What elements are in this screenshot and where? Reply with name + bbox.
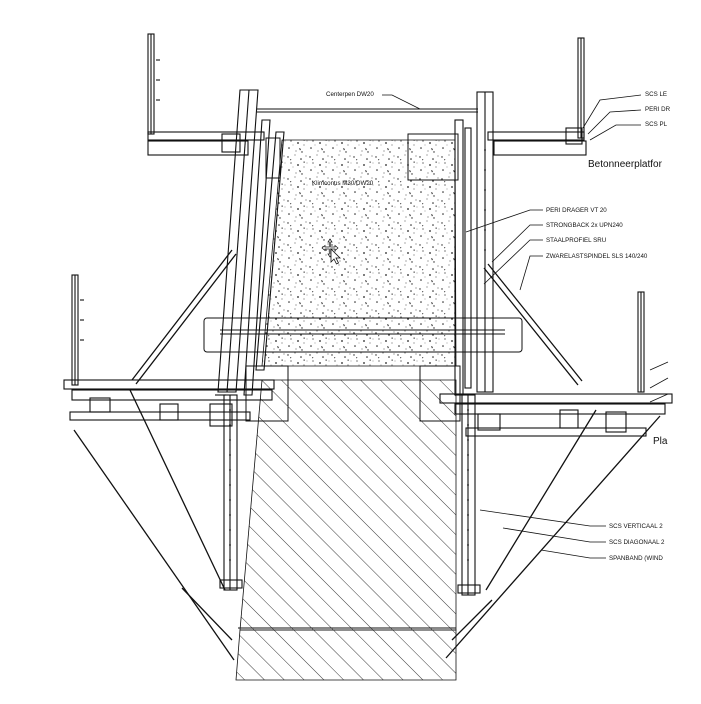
label-staalprofiel: STAALPROFIEL SRU [546,237,606,244]
bolt-holes [229,149,486,561]
concrete-fill-section [261,139,457,367]
label-peri-dr: PERI DR [645,106,671,113]
top-right-platform [487,37,587,156]
centerpen-tie-rod [257,108,478,181]
label-klimconus: Klimconus M30/DW20 [312,180,374,187]
left-vertical-support [219,394,243,591]
label-zwarelastspindel: ZWARELASTSPINDEL SLS 140/240 [546,253,648,260]
label-scs-pl: SCS PL [645,121,668,128]
label-spanband: SPANBAND (WIND [609,555,663,562]
label-centerpen: Centerpen DW20 [326,91,374,98]
right-working-platform [439,291,673,437]
label-betonneerplatform: Betonneerplatfor [588,159,663,170]
leader-lines [382,94,669,559]
move-cursor-icon [321,238,341,265]
top-left-platform [147,33,265,156]
label-scs-diagonaal: SCS DIAGONAAL 2 [609,539,665,546]
left-working-platform [63,274,275,427]
label-pla: Pla [653,436,668,447]
label-scs-le: SCS LE [645,91,667,98]
right-formwork-column [454,91,494,396]
label-peri-drager: PERI DRAGER VT 20 [546,207,607,214]
right-vertical-support [457,394,481,596]
label-scs-verticaal: SCS VERTICAAL 2 [609,523,663,530]
label-strongback: STRONGBACK 2x UPN240 [546,222,623,229]
middle-waler [203,317,523,422]
diagonal-braces [73,249,661,661]
hatched-wall-section [235,379,457,681]
